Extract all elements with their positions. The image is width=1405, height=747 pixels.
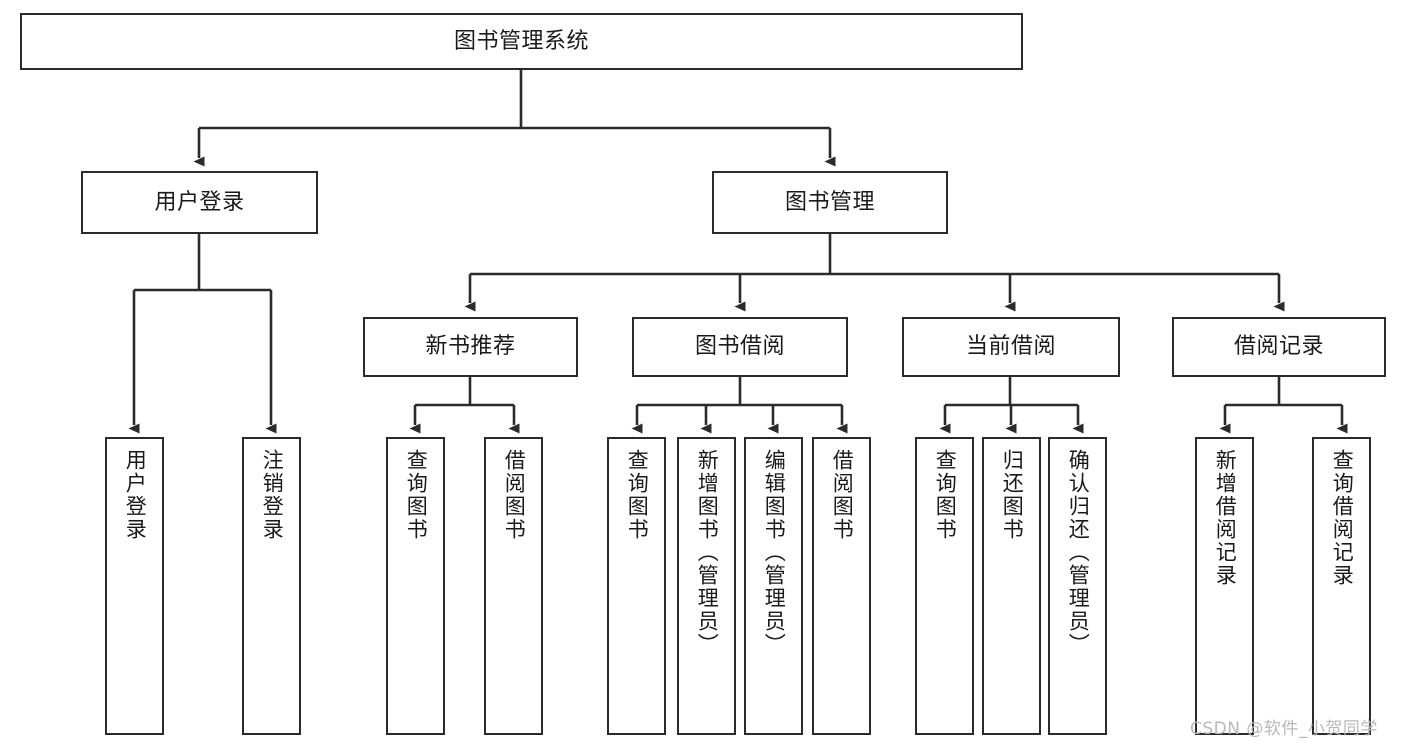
node-book-management-label: 图书管理 <box>784 189 875 215</box>
leaf-logout-label: 注销登录 <box>260 449 285 541</box>
node-book-borrow-label: 图书借阅 <box>694 334 785 360</box>
leaf-query-borrow-record[interactable]: 查询借阅记录 <box>1312 437 1371 735</box>
leaf-return-book-label: 归还图书 <box>1000 449 1025 541</box>
leaf-confirm-return-admin[interactable]: 确认归还（管理员） <box>1048 437 1107 735</box>
node-user-login-label: 用户登录 <box>154 189 245 215</box>
node-root[interactable]: 图书管理系统 <box>20 13 1023 70</box>
node-borrow-record[interactable]: 借阅记录 <box>1172 317 1386 377</box>
node-current-borrow[interactable]: 当前借阅 <box>902 317 1120 377</box>
leaf-borrow-book-label: 借阅图书 <box>830 449 855 541</box>
leaf-query-borrow-record-label: 查询借阅记录 <box>1330 449 1355 587</box>
leaf-user-login-label: 用户登录 <box>123 449 148 541</box>
node-root-label: 图书管理系统 <box>453 28 589 54</box>
leaf-query-book-borrow-label: 查询图书 <box>625 449 650 541</box>
node-borrow-record-label: 借阅记录 <box>1233 334 1324 360</box>
leaf-add-borrow-record-label: 新增借阅记录 <box>1213 449 1238 587</box>
leaf-add-book-admin-label: 新增图书（管理员） <box>695 449 720 656</box>
leaf-confirm-return-admin-label: 确认归还（管理员） <box>1066 449 1091 656</box>
leaf-borrow-book[interactable]: 借阅图书 <box>812 437 871 735</box>
leaf-return-book[interactable]: 归还图书 <box>982 437 1041 735</box>
node-user-login[interactable]: 用户登录 <box>81 171 318 234</box>
leaf-edit-book-admin-label: 编辑图书（管理员） <box>762 449 787 656</box>
leaf-edit-book-admin[interactable]: 编辑图书（管理员） <box>744 437 803 735</box>
leaf-borrow-book-recommend-label: 借阅图书 <box>502 449 527 541</box>
leaf-query-book-current[interactable]: 查询图书 <box>915 437 974 735</box>
leaf-add-book-admin[interactable]: 新增图书（管理员） <box>677 437 736 735</box>
leaf-query-book-current-label: 查询图书 <box>933 449 958 541</box>
leaf-logout[interactable]: 注销登录 <box>242 437 301 735</box>
node-book-borrow[interactable]: 图书借阅 <box>632 317 848 377</box>
watermark-text: CSDN @软件_小贺同学 <box>1190 719 1378 739</box>
node-new-book-recommend[interactable]: 新书推荐 <box>363 317 578 377</box>
leaf-borrow-book-recommend[interactable]: 借阅图书 <box>484 437 543 735</box>
leaf-query-book-borrow[interactable]: 查询图书 <box>607 437 666 735</box>
node-new-book-recommend-label: 新书推荐 <box>425 334 516 360</box>
node-current-borrow-label: 当前借阅 <box>965 334 1056 360</box>
leaf-query-book-recommend[interactable]: 查询图书 <box>386 437 445 735</box>
leaf-user-login[interactable]: 用户登录 <box>105 437 164 735</box>
node-book-management[interactable]: 图书管理 <box>712 171 948 234</box>
leaf-query-book-recommend-label: 查询图书 <box>404 449 429 541</box>
leaf-add-borrow-record[interactable]: 新增借阅记录 <box>1195 437 1254 735</box>
